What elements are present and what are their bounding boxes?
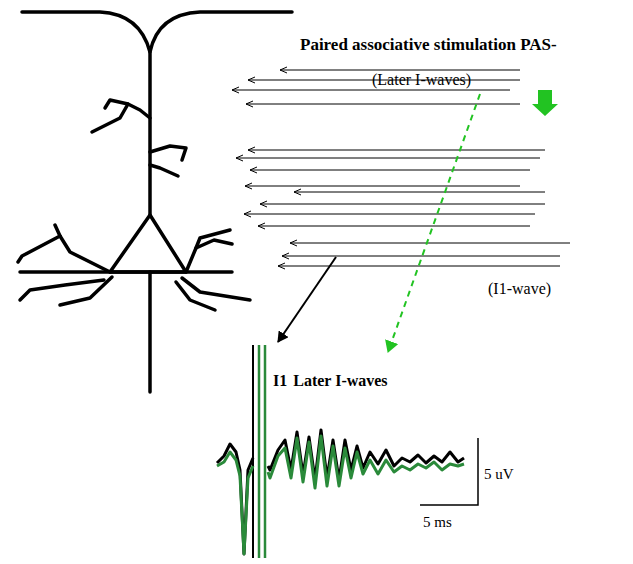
figure-label: (Later I-waves) [372, 71, 471, 89]
afferent-arrow [260, 204, 545, 205]
afferent-arrow [278, 266, 560, 267]
figure-label: Later I-waves [293, 372, 387, 390]
afferent-arrow [280, 70, 520, 71]
afferent-arrow [290, 243, 570, 244]
afferent-arrow [258, 226, 530, 227]
figure-heading: Paired associative stimulation PAS- [300, 36, 557, 55]
afferent-arrow [248, 150, 545, 151]
afferent-arrow [282, 256, 560, 257]
afferent-arrow [246, 104, 520, 105]
afferent-arrow [232, 90, 510, 91]
figure-label: (I1-wave) [488, 280, 551, 298]
afferent-arrow [245, 186, 520, 187]
afferent-arrow [236, 158, 540, 159]
afferent-arrow [294, 192, 545, 193]
afferent-arrow [250, 170, 530, 171]
figure-label: 5 ms [423, 514, 452, 531]
figure-label: 5 uV [484, 466, 514, 483]
figure-label: I1 [273, 372, 287, 390]
afferent-arrow [244, 214, 535, 215]
